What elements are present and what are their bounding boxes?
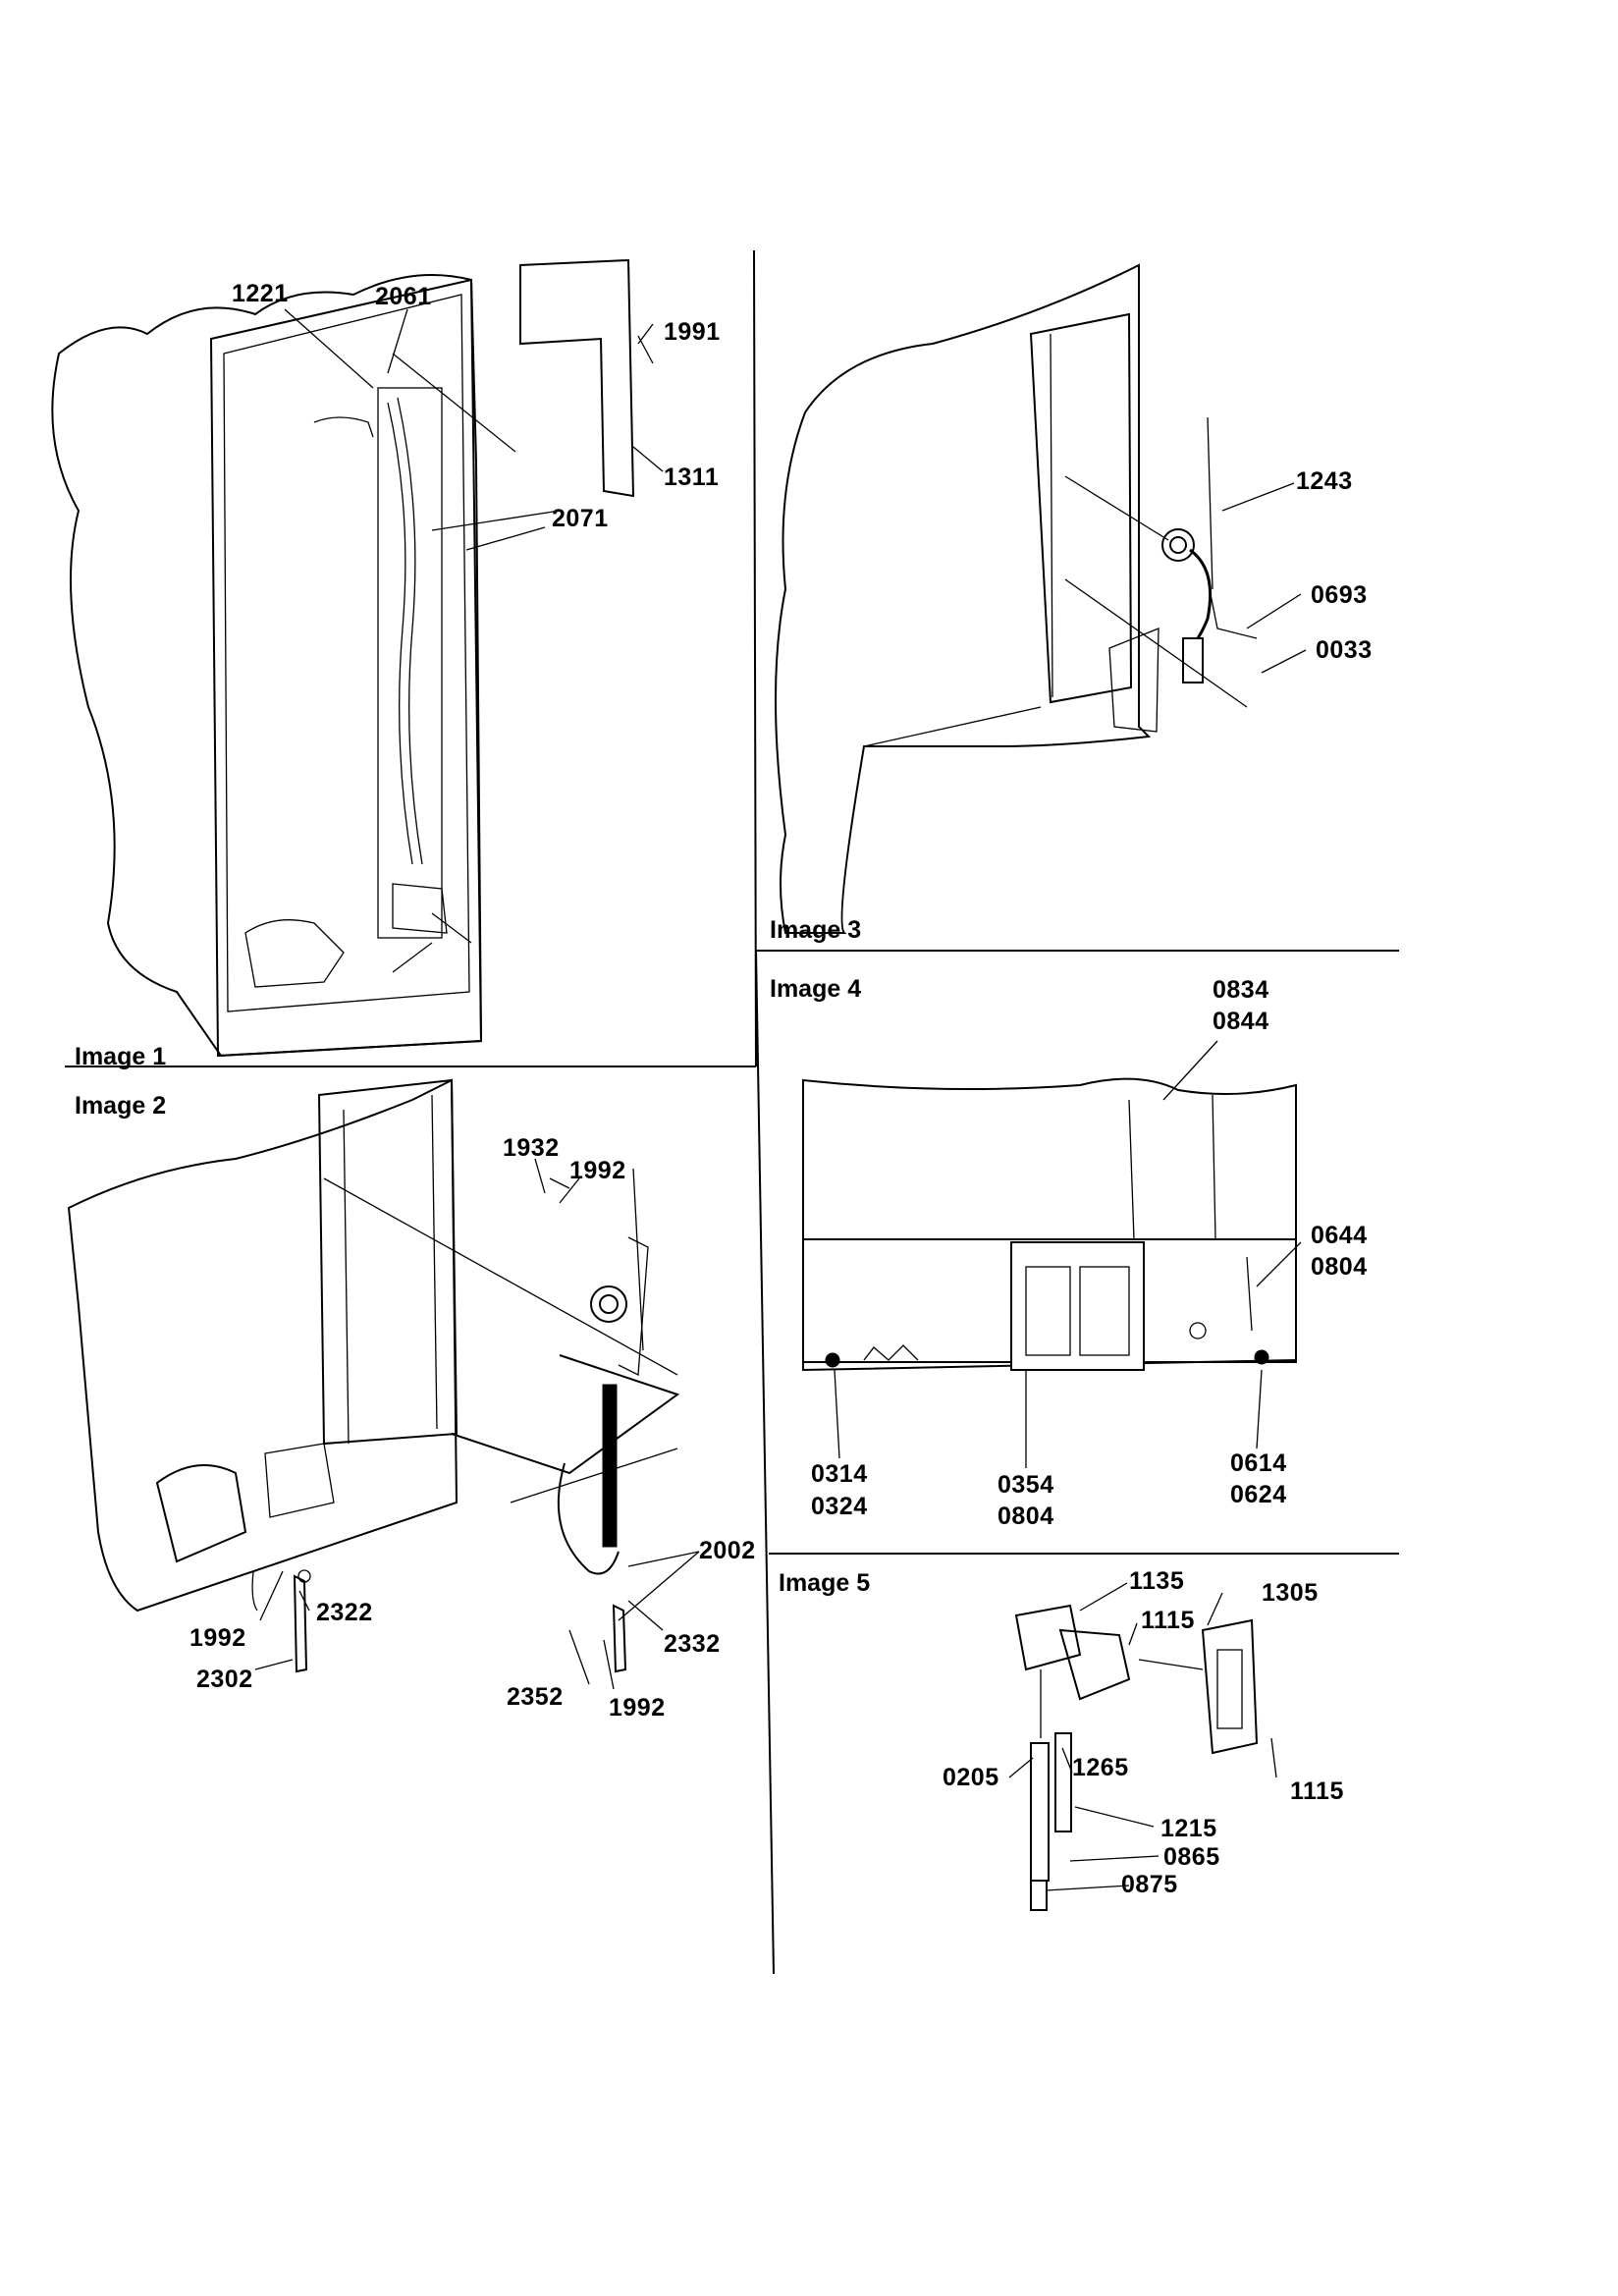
leader-lines [254,308,1307,1891]
part-label: 0693 [1311,581,1368,609]
panel-title-image-1: Image 1 [75,1043,167,1070]
part-label: 1135 [1129,1567,1185,1595]
part-label: 0865 [1163,1843,1220,1871]
part-label: 0624 [1230,1481,1287,1508]
part-label: 1311 [664,464,720,491]
part-label: 0804 [1311,1253,1368,1281]
part-label: 1992 [569,1157,626,1184]
part-label: 0324 [811,1493,868,1520]
part-label: 0314 [811,1460,868,1488]
panel-dividers [65,249,1399,1975]
panel-title-image-2: Image 2 [75,1092,167,1120]
part-label: 0804 [998,1503,1054,1530]
part-label: 1932 [503,1134,560,1162]
image-3-drawing [775,263,1258,934]
panel-title-image-3: Image 3 [770,916,862,944]
part-label: 2332 [664,1630,721,1658]
part-label: 1243 [1296,467,1353,495]
part-label: 2302 [196,1666,253,1693]
part-label: 1992 [189,1624,246,1652]
image-2-drawing [67,1078,680,1673]
part-label: 0205 [943,1764,999,1791]
image-5-drawing [1014,1604,1259,1911]
part-label: 0354 [998,1471,1054,1499]
panel-title-image-4: Image 4 [770,975,862,1003]
image-4-drawing [802,1077,1297,1372]
part-label: 1265 [1072,1754,1129,1781]
part-label: 2061 [375,283,432,310]
part-label: 2071 [552,505,609,532]
part-label: 0644 [1311,1222,1368,1249]
image-1-drawing [51,258,654,1058]
part-label: 0875 [1121,1871,1178,1898]
part-label: 1992 [609,1694,666,1722]
part-label: 0614 [1230,1449,1287,1477]
part-label: 0834 [1213,976,1269,1004]
part-label: 1215 [1160,1815,1217,1842]
part-label: 0844 [1213,1008,1269,1035]
panel-title-image-5: Image 5 [779,1569,871,1597]
part-label: 2322 [316,1599,373,1626]
part-label: 1991 [664,318,721,346]
part-label: 1115 [1290,1777,1344,1805]
part-label: 1221 [232,280,289,307]
part-label: 0033 [1316,636,1373,664]
part-label: 2002 [699,1537,756,1564]
part-label: 2352 [507,1683,564,1711]
part-label: 1305 [1262,1579,1319,1607]
part-label: 1115 [1141,1607,1195,1634]
